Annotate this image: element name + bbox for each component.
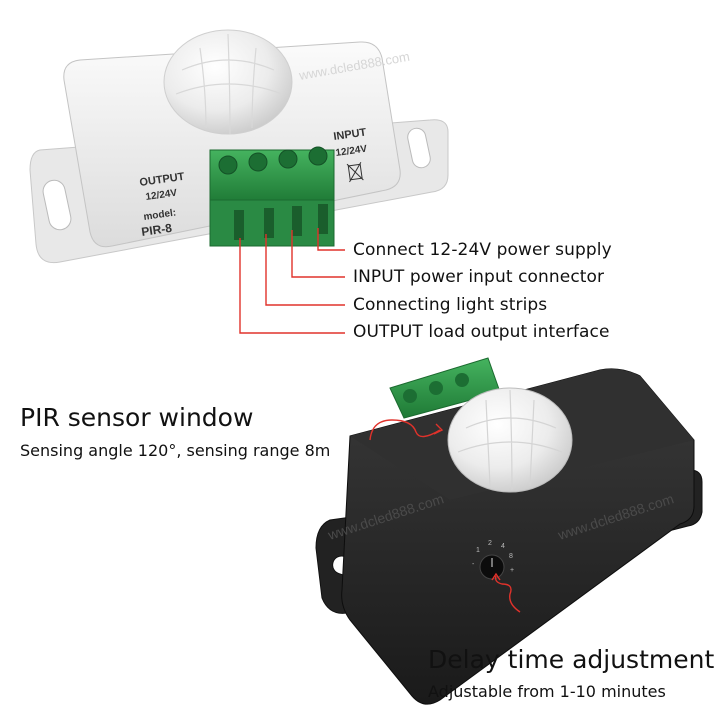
top-pir-dome (163, 29, 293, 135)
leader-line-input (291, 230, 345, 278)
callout-power-supply: Connect 12-24V power supply (353, 240, 612, 260)
output-voltage-label: 12/24V (145, 188, 178, 203)
red-indicator-arrows (369, 419, 521, 613)
leader-line-output (239, 238, 345, 334)
top-white-sensor: OUTPUT 12/24V model: PIR-8 INPUT 12/24V … (29, 29, 449, 264)
delay-detail: Adjustable from 1-10 minutes (428, 682, 666, 701)
callout-light-strips: Connecting light strips (353, 295, 548, 315)
model-value: PIR-8 (140, 221, 173, 239)
pir-window-arrowhead (433, 423, 444, 435)
bottom-black-sensor: - 1 2 4 8 + www.dcled888.com www.dcled88… (315, 357, 703, 705)
svg-text:+: + (510, 567, 514, 574)
callout-input-connector: INPUT power input connector (353, 267, 605, 287)
top-terminal-block (209, 146, 335, 247)
delay-title: Delay time adjustment (428, 645, 715, 674)
delay-knob-arrow (494, 575, 521, 613)
svg-text:1: 1 (476, 547, 480, 554)
pir-window-detail: Sensing angle 120°, sensing range 8m (20, 441, 331, 460)
svg-text:-: - (472, 561, 475, 568)
pir-window-arrow (369, 419, 441, 441)
callout-leader-lines (239, 228, 345, 334)
svg-text:8: 8 (509, 553, 513, 560)
input-voltage-label: 12/24V (335, 144, 368, 159)
delay-knob-arrowhead (491, 572, 501, 581)
top-left-screw-slot (42, 179, 72, 231)
bottom-pir-dome (447, 387, 573, 493)
leader-line-strips (265, 234, 345, 306)
input-label: INPUT (333, 126, 368, 143)
weee-bin-icon (346, 161, 364, 183)
bottom-terminal-block (389, 357, 501, 419)
svg-text:2: 2 (488, 540, 492, 547)
leader-line-power (317, 228, 345, 251)
model-label: model: (143, 208, 177, 223)
svg-text:4: 4 (501, 543, 505, 550)
pir-window-title: PIR sensor window (20, 403, 254, 432)
top-right-screw-slot (407, 127, 431, 169)
callout-output-interface: OUTPUT load output interface (353, 322, 610, 342)
